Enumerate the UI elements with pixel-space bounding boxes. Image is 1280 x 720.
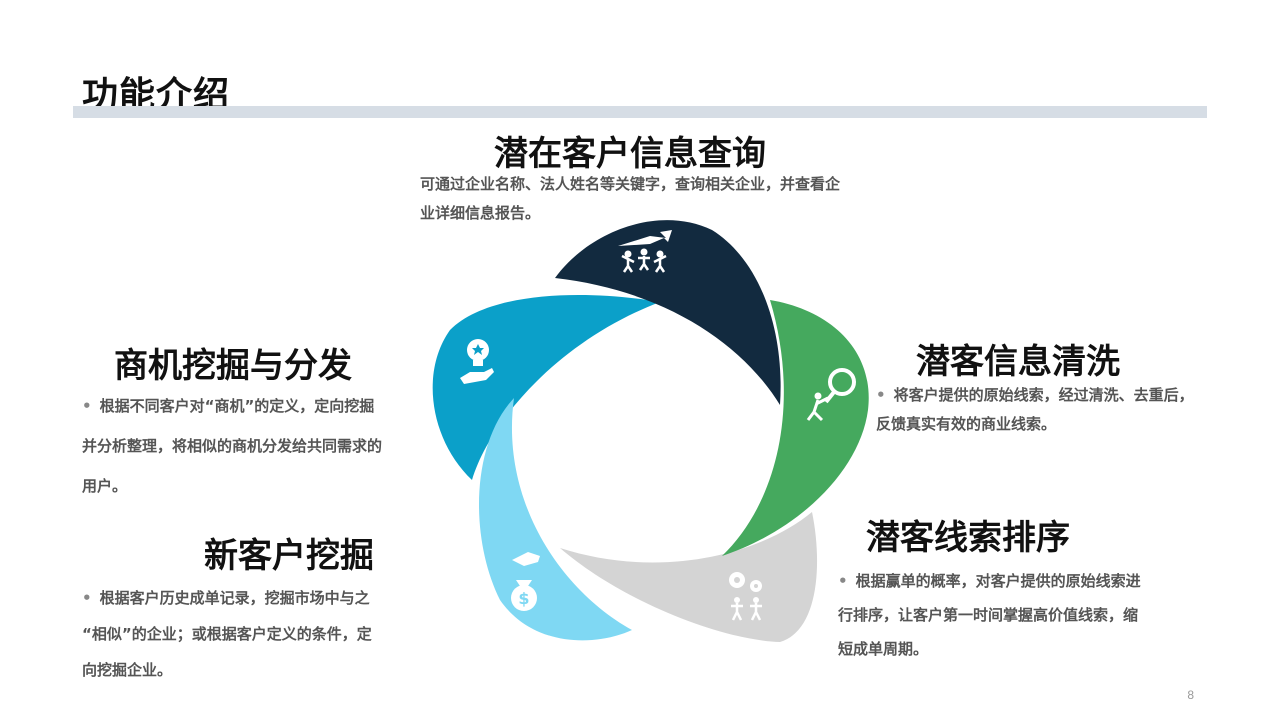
body-line: 可通过企业名称、法人姓名等关键字，查询相关企业，并查看企 bbox=[420, 175, 841, 193]
body-line-text: 根据赢单的概率，对客户提供的原始线索进 bbox=[855, 572, 1141, 590]
bullet-icon: • bbox=[876, 386, 886, 404]
petal-navy bbox=[555, 220, 781, 405]
svg-text:$: $ bbox=[518, 589, 529, 608]
body-line: 反馈真实有效的商业线索。 bbox=[876, 415, 1057, 433]
body-line: “相似”的企业；或根据客户定义的条件，定 bbox=[82, 625, 372, 643]
gears-team-icon bbox=[729, 572, 762, 621]
petal-teal bbox=[432, 295, 660, 480]
bullet-icon: • bbox=[82, 589, 92, 607]
body-line: • 将客户提供的原始线索，经过清洗、去重后， bbox=[876, 381, 1194, 410]
body-prospect-cleaning: • 将客户提供的原始线索，经过清洗、去重后， 反馈真实有效的商业线索。 bbox=[876, 381, 1194, 439]
body-prospect-query: 可通过企业名称、法人姓名等关键字，查询相关企业，并查看企 业详细信息报告。 bbox=[420, 170, 840, 228]
petal-light-blue bbox=[479, 398, 632, 641]
lightbulb-hand-icon bbox=[460, 339, 494, 384]
bullet-icon: • bbox=[82, 397, 92, 415]
body-line: 业详细信息报告。 bbox=[420, 204, 541, 222]
body-line: 向挖掘企业。 bbox=[82, 661, 173, 679]
body-new-customer-mining: • 根据客户历史成单记录，挖掘市场中与之 “相似”的企业；或根据客户定义的条件，定… bbox=[82, 580, 372, 688]
body-line-text: 根据不同客户对“商机”的定义，定向挖掘 bbox=[99, 397, 375, 415]
page-number: 8 bbox=[1187, 688, 1194, 702]
body-line: • 根据客户历史成单记录，挖掘市场中与之 bbox=[82, 580, 372, 616]
team-growth-icon bbox=[618, 230, 672, 273]
body-line-text: 根据客户历史成单记录，挖掘市场中与之 bbox=[99, 589, 370, 607]
body-opportunity-mining: • 根据不同客户对“商机”的定义，定向挖掘 并分析整理，将相似的商机分发给共同需求… bbox=[82, 386, 382, 506]
heading-lead-ranking: 潜客线索排序 bbox=[866, 518, 1070, 558]
body-lead-ranking: • 根据赢单的概率，对客户提供的原始线索进 行排序，让客户第一时间掌握高价值线索，… bbox=[838, 564, 1141, 666]
body-line: • 根据不同客户对“商机”的定义，定向挖掘 bbox=[82, 386, 382, 426]
heading-opportunity-mining: 商机挖掘与分发 bbox=[114, 346, 352, 386]
heading-new-customer-mining: 新客户挖掘 bbox=[204, 536, 374, 576]
body-line: 行排序，让客户第一时间掌握高价值线索，缩 bbox=[838, 606, 1139, 624]
bullet-icon: • bbox=[838, 572, 848, 590]
body-line: 并分析整理，将相似的商机分发给共同需求的 bbox=[82, 437, 383, 455]
body-line: 短成单周期。 bbox=[838, 640, 929, 658]
petal-green bbox=[722, 300, 869, 556]
body-line: 用户。 bbox=[82, 477, 128, 495]
body-line-text: 将客户提供的原始线索，经过清洗、去重后， bbox=[893, 386, 1194, 404]
petal-grey bbox=[560, 512, 818, 642]
person-pushing-magnifier-icon bbox=[806, 368, 856, 422]
heading-prospect-query: 潜在客户信息查询 bbox=[494, 134, 766, 174]
title-underline-bar bbox=[73, 106, 1207, 118]
heading-prospect-cleaning: 潜客信息清洗 bbox=[916, 342, 1120, 382]
body-line: • 根据赢单的概率，对客户提供的原始线索进 bbox=[838, 564, 1141, 598]
money-bag-hand-icon: $ bbox=[511, 552, 540, 611]
